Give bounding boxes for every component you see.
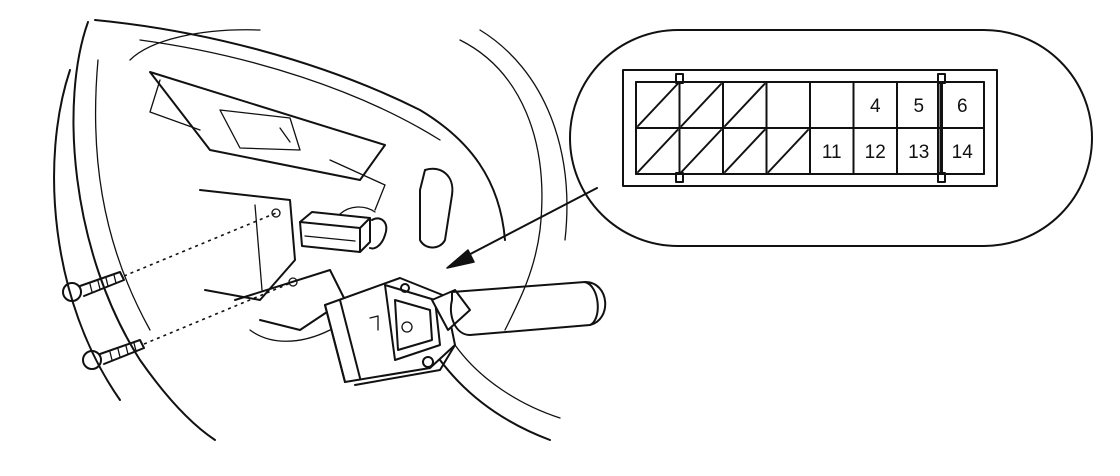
pin-cell: 6 <box>939 81 985 129</box>
harness-connector <box>299 206 388 253</box>
pointer-arrow <box>446 187 598 269</box>
connector-face: 4 5 6 11 12 13 14 <box>622 69 998 187</box>
lower-screw <box>82 281 294 370</box>
pin-grid: 4 5 6 11 12 13 14 <box>635 81 985 175</box>
pin-cell <box>765 127 811 175</box>
pin-cell <box>678 81 724 129</box>
unused-pin-hatch <box>637 83 679 127</box>
pin-cell: 11 <box>809 127 855 175</box>
combination-switch <box>324 277 456 386</box>
pin-cell: 13 <box>896 127 942 175</box>
pin-cell <box>635 81 681 129</box>
upper-screw <box>62 212 277 302</box>
pin-number: 6 <box>957 96 968 117</box>
steering-wheel <box>53 21 261 441</box>
pin-number: 4 <box>870 96 881 117</box>
pin-cell <box>765 81 811 129</box>
pin-cell: 12 <box>852 127 898 175</box>
unused-pin-hatch <box>767 129 809 173</box>
pin-cell <box>722 81 768 129</box>
switch-lever <box>431 281 607 336</box>
pin-cell: 4 <box>852 81 898 129</box>
pin-cell <box>722 127 768 175</box>
unused-pin-hatch <box>637 129 679 173</box>
pin-cell <box>635 127 681 175</box>
pin-number: 11 <box>822 142 842 163</box>
connector-callout: 4 5 6 11 12 13 14 <box>569 29 1093 247</box>
column-cover <box>94 19 568 441</box>
unused-pin-hatch <box>724 83 766 127</box>
unused-pin-hatch <box>680 83 722 127</box>
unused-pin-hatch <box>724 129 766 173</box>
pin-cell: 14 <box>939 127 985 175</box>
pin-number: 14 <box>952 142 974 163</box>
pin-cell <box>678 127 724 175</box>
unused-pin-hatch <box>680 129 722 173</box>
pin-number: 12 <box>865 142 886 163</box>
pin-number: 5 <box>913 96 924 117</box>
pin-cell <box>809 81 855 129</box>
pin-number: 13 <box>908 142 929 163</box>
pin-cell: 5 <box>896 81 942 129</box>
